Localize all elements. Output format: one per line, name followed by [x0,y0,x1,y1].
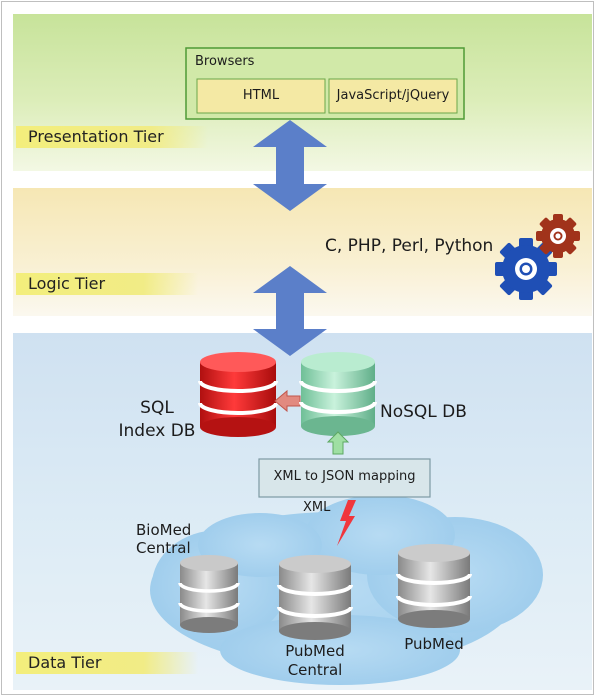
browsers-title: Browsers [195,54,255,69]
mapping-to-nosql-arrow [326,431,350,455]
pubmed-label: PubMed [404,635,464,653]
nosql-db-label: NoSQL DB [380,402,467,422]
nosql-to-sql-arrow [274,389,301,413]
html-box-label: HTML [242,88,280,103]
mapping-box-shape [258,458,431,498]
pubmed-central-label-line2: Central [287,661,343,679]
pubmed-database-icon [396,544,472,628]
sql-db-label-line1: SQL [140,398,174,418]
double-arrow-presentation-logic [253,120,327,211]
pubmed-central-label-line1: PubMed [285,642,345,660]
biomed-central-label-line1: BioMed [136,521,192,539]
sql-db-label-line2: Index DB [118,421,196,441]
data-tier-label: Data Tier [16,652,198,674]
presentation-tier-label: Presentation Tier [16,126,208,148]
biomed-central-database-icon [178,555,240,633]
browsers-container [185,47,465,120]
languages-label: C, PHP, Perl, Python [325,236,494,256]
logic-tier-label: Logic Tier [16,273,198,295]
js-box-label: JavaScript/jQuery [336,88,450,103]
double-arrow-logic-data [253,266,327,356]
biomed-central-label-line2: Central [136,539,191,557]
xml-label: XML [303,500,331,515]
lightning-icon [337,500,356,546]
sql-database-icon [198,352,278,437]
nosql-database-icon [299,352,377,436]
gear-blue-icon [495,238,557,300]
pubmed-central-database-icon [277,555,353,640]
mapping-box-label: XML to JSON mapping [273,469,416,484]
gear-red-icon [536,214,580,258]
